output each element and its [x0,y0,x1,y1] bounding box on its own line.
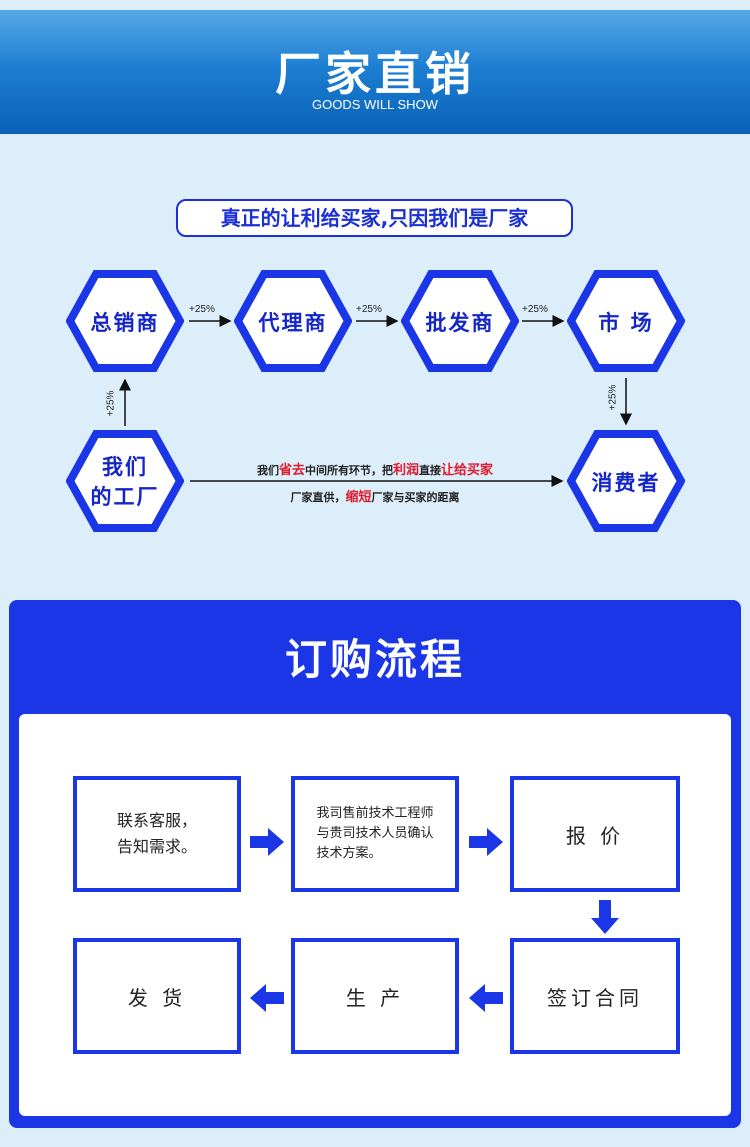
step-text: 签订合同 [547,985,643,1010]
right-arrow-icon [469,828,503,856]
header-banner: 厂家直销 GOODS WILL SHOW [0,10,750,134]
text-segment: 直接 [419,464,441,477]
step-text: 报 价 [565,823,625,848]
hex-label: 批发商 [425,311,495,335]
highlight-text: 让给买家 [441,463,494,478]
hex-consumer: 消费者 [567,430,685,532]
step-quotation: 报 价 [510,776,680,892]
step-text: 技术方案。 [316,846,382,861]
process-steps-area: 联系客服， 告知需求。 我司售前技术工程师 与贵司技术人员确认 技术方案。 报 … [19,714,731,1116]
order-process-panel: 订购流程 联系客服， 告知需求。 我司售前技术工程师 与贵司技术人员确认 技术方… [9,600,741,1128]
step-text: 我司售前技术工程师 [316,806,434,821]
hex-market: 市 场 [567,270,685,372]
step-production: 生 产 [291,938,459,1054]
direct-supply-line2: 厂家直供，缩短厂家与买家的距离 [190,486,560,505]
hex-wholesaler: 批发商 [401,270,519,372]
step-text: 告知需求。 [116,837,197,856]
step-text: 与贵司技术人员确认 [316,826,434,841]
markup-label: +25% [105,390,117,417]
direct-supply-line1: 我们省去中间所有环节，把利润直接让给买家 [190,459,560,478]
banner-subtitle: GOODS WILL SHOW [312,97,438,112]
step-tech-confirmation: 我司售前技术工程师 与贵司技术人员确认 技术方案。 [291,776,459,892]
process-title: 订购流程 [284,635,465,684]
right-arrow-icon [250,828,284,856]
highlight-text: 利润 [392,463,419,478]
banner-title: 厂家直销 [275,47,475,101]
hex-label: 总销商 [90,311,160,335]
slogan-box: 真正的让利给买家,只因我们是厂家 [176,199,573,237]
highlight-text: 省去 [278,463,305,478]
step-contact-service: 联系客服， 告知需求。 [73,776,241,892]
hex-label: 我们 的工厂 [66,452,184,512]
text-segment: 厂家与买家的距离 [371,491,460,504]
markup-label: +25% [189,304,215,315]
step-text: 生 产 [345,985,405,1010]
text-segment: 厂家直供， [290,491,346,504]
left-arrow-icon [469,984,503,1012]
markup-label: +25% [607,384,619,411]
text-segment: 我们 [256,464,279,477]
step-sign-contract: 签订合同 [510,938,680,1054]
hex-general-distributor: 总销商 [66,270,184,372]
chain-arrows [119,315,632,487]
step-shipping: 发 货 [73,938,241,1054]
markup-label: +25% [522,304,548,315]
hex-label: 代理商 [258,311,328,335]
hex-agent: 代理商 [234,270,352,372]
down-arrow-icon [591,900,619,934]
text-segment: 中间所有环节，把 [304,464,393,477]
hex-our-factory: 我们 的工厂 [66,430,184,532]
hex-label-line1: 我们 [102,455,148,479]
hex-label: 市 场 [598,311,654,335]
highlight-text: 缩短 [345,490,372,505]
step-text: 联系客服， [116,811,197,830]
hex-label: 消费者 [591,471,661,495]
hex-label-line2: 的工厂 [90,485,160,509]
left-arrow-icon [250,984,284,1012]
step-text: 发 货 [127,985,187,1010]
markup-label: +25% [356,304,382,315]
